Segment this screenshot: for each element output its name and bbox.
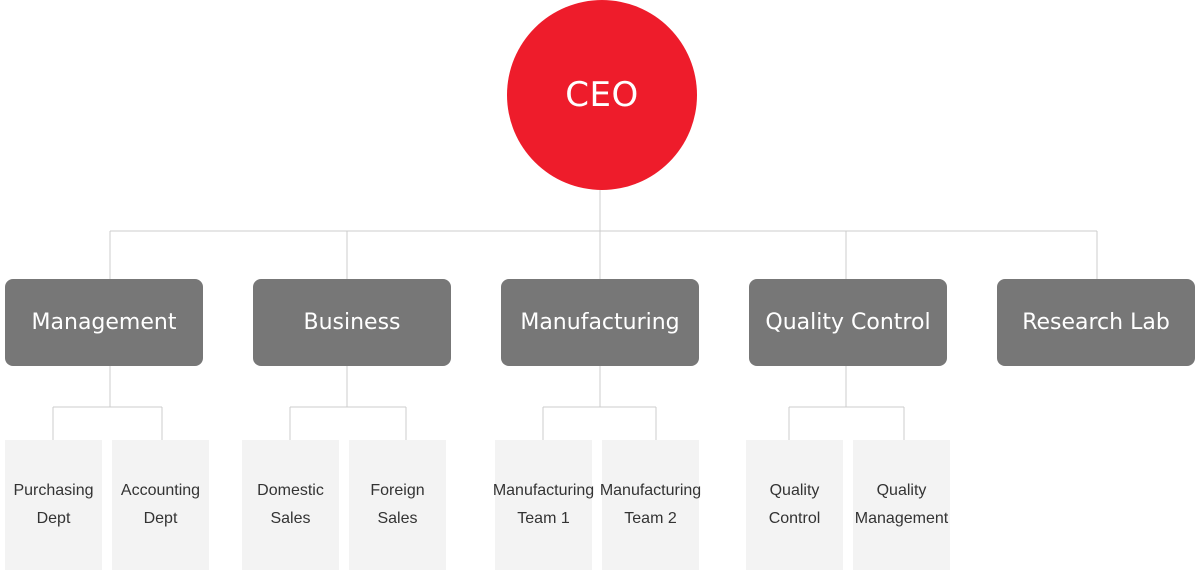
sub-unit-label: Quality Control <box>768 482 821 527</box>
department-manufacturing: Manufacturing <box>501 279 699 366</box>
sub-unit-quality-control: Quality Control <box>746 440 843 570</box>
sub-unit-label: Quality Management <box>854 482 949 527</box>
sub-unit-manufacturing-team-1: Manufacturing Team 1 <box>492 440 595 570</box>
sub-unit-label: Domestic Sales <box>257 482 324 527</box>
department-label: Business <box>303 310 401 335</box>
sub-unit-foreign-sales: Foreign Sales <box>349 440 446 570</box>
department-management: Management <box>5 279 203 366</box>
department-label: Quality Control <box>765 310 931 335</box>
department-label: Manufacturing <box>520 310 680 335</box>
department-label: Management <box>31 310 177 335</box>
sub-unit-label: Purchasing Dept <box>13 482 94 527</box>
sub-unit-purchasing-dept: Purchasing Dept <box>5 440 102 570</box>
ceo-node: CEO <box>507 0 697 190</box>
department-label: Research Lab <box>1022 310 1170 335</box>
ceo-label: CEO <box>565 75 639 115</box>
sub-unit-accounting-dept: Accounting Dept <box>112 440 209 570</box>
department-business: Business <box>253 279 451 366</box>
sub-unit-label: Accounting Dept <box>120 482 201 527</box>
sub-unit-manufacturing-team-2: Manufacturing Team 2 <box>599 440 702 570</box>
sub-unit-label: Manufacturing Team 1 <box>492 482 595 527</box>
department-research-lab: Research Lab <box>997 279 1195 366</box>
department-quality-control: Quality Control <box>749 279 947 366</box>
sub-unit-label: Foreign Sales <box>370 482 425 527</box>
sub-unit-quality-management: Quality Management <box>853 440 950 570</box>
sub-unit-label: Manufacturing Team 2 <box>599 482 702 527</box>
sub-unit-domestic-sales: Domestic Sales <box>242 440 339 570</box>
